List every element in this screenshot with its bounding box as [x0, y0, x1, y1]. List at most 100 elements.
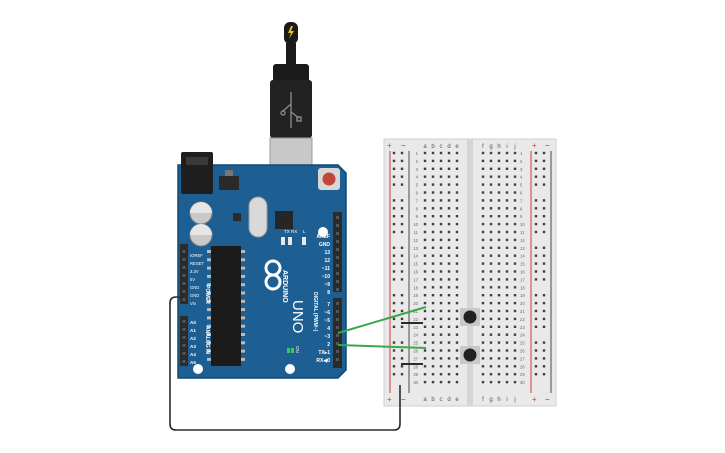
header-hole: [336, 310, 339, 313]
breadboard-hole: [447, 246, 451, 249]
row-number: 29: [413, 372, 418, 377]
rail-hole: [392, 222, 396, 226]
breadboard-hole: [455, 159, 459, 163]
mounting-hole: [318, 227, 328, 237]
row-number: 7: [520, 198, 523, 203]
pin-label-12: 12: [324, 258, 330, 264]
arduino-uno-board[interactable]: TX RX L ARDUINO UNO ON POWER ANALOG IN D…: [177, 152, 347, 379]
col-letter-a: a: [423, 144, 427, 150]
col-letter-d-bottom: d: [447, 397, 450, 403]
breadboard-hole: [423, 230, 427, 234]
rail-plus-bottom-right: +: [532, 395, 537, 404]
chip-pin: [207, 324, 211, 328]
breadboard-hole: [489, 159, 493, 163]
rail-hole: [392, 199, 396, 202]
breadboard-hole: [455, 215, 459, 218]
usb-cable[interactable]: [269, 22, 313, 191]
push-button-1[interactable]: [460, 308, 480, 326]
breadboard-hole: [513, 286, 517, 289]
rail-hole: [392, 167, 396, 170]
breadboard-hole: [489, 286, 493, 289]
breadboard-hole: [497, 222, 501, 226]
rail-hole: [400, 365, 404, 368]
rail-hole: [534, 341, 538, 344]
row-number: 15: [413, 262, 418, 267]
breadboard-hole: [431, 317, 435, 321]
breadboard-hole: [513, 278, 517, 281]
rail-hole: [400, 175, 404, 178]
breadboard-hole: [431, 380, 435, 384]
wire-pin4-to-button1[interactable]: [337, 306, 427, 334]
pin-label-vin: Vin: [190, 301, 197, 306]
breadboard-hole: [423, 333, 427, 336]
analog-header-pins[interactable]: [180, 316, 188, 366]
breadboard-hole: [431, 309, 435, 313]
breadboard-hole: [497, 309, 501, 313]
row-number: 17: [520, 277, 525, 282]
breadboard-hole: [447, 278, 451, 281]
row-number: 5: [416, 183, 419, 188]
breadboard-hole: [431, 199, 435, 202]
breadboard-hole: [497, 199, 501, 202]
digital-header-top[interactable]: [333, 212, 342, 292]
rail-hole: [400, 262, 404, 265]
breadboard[interactable]: + − + − + − + − a b c d e f g h i j a b …: [383, 138, 557, 407]
chip-pin: [241, 341, 245, 345]
wire-gnd-to-rail[interactable]: [169, 296, 401, 431]
breadboard-hole: [447, 341, 451, 344]
rail-hole: [392, 341, 396, 344]
breadboard-hole: [431, 191, 435, 194]
push-button-2[interactable]: [460, 346, 480, 364]
row-number: 25: [520, 341, 525, 346]
chip-pin: [241, 308, 245, 312]
usb-plug-grip: [273, 64, 309, 82]
rail-hole: [392, 207, 396, 210]
push-button-cap[interactable]: [463, 310, 477, 324]
power-header: POWER: [204, 285, 210, 304]
digital-header-bottom[interactable]: [333, 298, 342, 368]
breadboard-hole: [431, 294, 435, 297]
push-button-cap[interactable]: [463, 348, 477, 362]
breadboard-hole: [481, 167, 485, 170]
breadboard-hole: [497, 151, 501, 155]
rail-hole: [534, 270, 538, 273]
breadboard-hole: [505, 175, 509, 178]
wire-pin2-to-button2[interactable]: [337, 344, 427, 349]
header-hole: [182, 298, 186, 301]
col-letter-b: b: [431, 144, 435, 150]
breadboard-hole: [505, 301, 509, 305]
row-number: 3: [520, 167, 523, 172]
breadboard-hole: [481, 317, 485, 321]
rail-hole: [542, 349, 546, 352]
header-hole: [336, 224, 339, 227]
rail-hole: [534, 199, 538, 202]
chip-pin: [207, 357, 211, 361]
pin-label-a5: A5: [190, 360, 196, 365]
breadboard-hole: [505, 199, 509, 202]
rail-hole: [542, 207, 546, 210]
breadboard-hole: [439, 373, 443, 376]
breadboard-hole: [513, 254, 517, 257]
breadboard-hole: [447, 230, 451, 234]
breadboard-hole: [489, 357, 493, 360]
breadboard-hole: [455, 199, 459, 202]
breadboard-hole: [423, 167, 427, 170]
header-hole: [182, 274, 186, 277]
breadboard-hole: [455, 349, 459, 352]
col-letter-f-bottom: f: [482, 397, 484, 403]
row-number: 23: [413, 325, 418, 330]
breadboard-hole: [455, 357, 459, 360]
breadboard-hole: [481, 365, 485, 368]
rail-hole: [400, 294, 404, 297]
breadboard-hole: [481, 341, 485, 344]
reset-button[interactable]: [322, 172, 336, 186]
breadboard-hole: [513, 357, 517, 360]
pin-label-3: ~3: [324, 334, 330, 340]
breadboard-hole: [505, 357, 509, 360]
rail-hole: [542, 215, 546, 218]
on-led: [287, 348, 290, 353]
rail-hole: [400, 246, 404, 249]
row-number: 9: [416, 214, 419, 219]
rail-hole: [400, 159, 404, 163]
